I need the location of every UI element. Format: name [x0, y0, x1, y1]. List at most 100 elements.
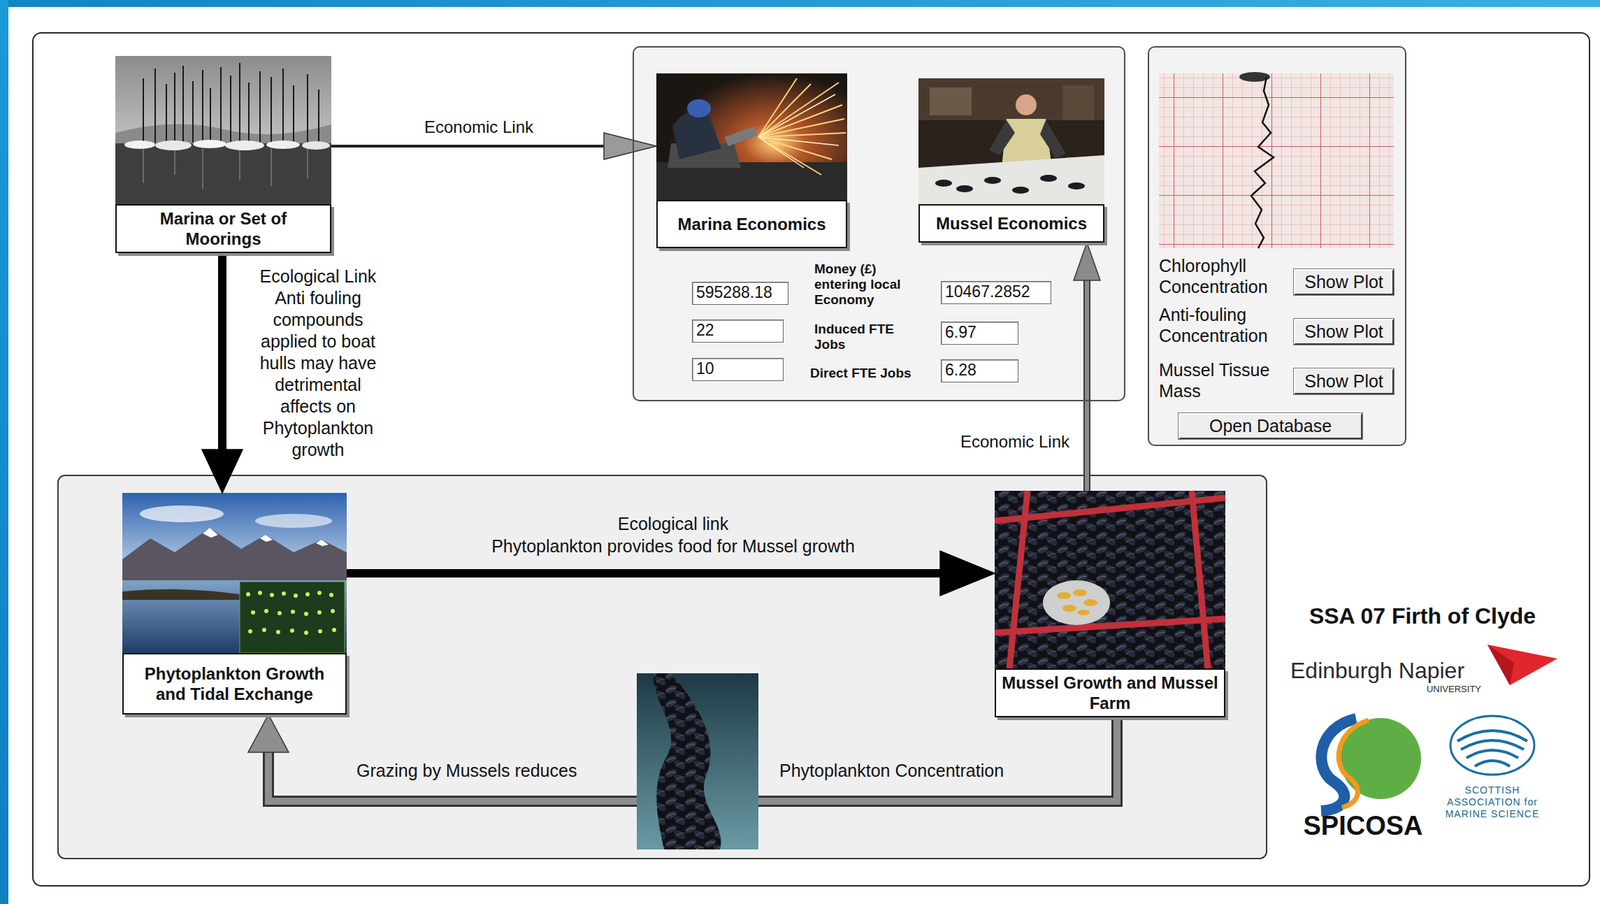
loch-photo — [317, 610, 322, 615]
arrow-head — [940, 550, 995, 596]
loch-photo — [315, 539, 329, 546]
spicosa-logo — [1321, 717, 1422, 811]
loch-photo — [304, 630, 309, 635]
value-field: 10467.2852 — [940, 280, 1052, 305]
plot-panel: Chlorophyll ConcentrationAnti-fouling Co… — [1147, 46, 1407, 446]
loch-photo — [122, 527, 347, 582]
spicosa-logo — [1338, 719, 1369, 808]
sams-logo — [1466, 750, 1519, 758]
photo-node: Marina or Set of Moorings — [115, 55, 332, 254]
field-label: Direct FTE Jobs — [810, 365, 933, 381]
mussel-farm-photo — [994, 490, 1226, 669]
caption-box: Marina or Set of Moorings — [115, 204, 332, 254]
field-label: Anti-fouling Concentration — [1158, 304, 1289, 347]
caption-box: Phytoplankton Growth and Tidal Exchange — [122, 652, 347, 715]
plot-button: Show Plot — [1293, 269, 1394, 295]
loch-photo — [250, 610, 256, 615]
link-arrow — [1073, 242, 1101, 491]
caption: Phytoplankton Growth and Tidal Exchange — [129, 663, 340, 704]
welding-photo — [724, 126, 758, 147]
edge-label: Grazing by Mussels reduces — [356, 759, 619, 781]
loch-photo — [122, 492, 347, 653]
value-text: 6.97 — [941, 322, 1018, 343]
mussel-farm-photo — [994, 490, 1226, 669]
arrow-head — [603, 132, 657, 160]
logo-text: UNIVERSITY — [1411, 683, 1496, 695]
chart-recorder-photo — [1158, 73, 1394, 249]
marina-photo — [115, 55, 332, 205]
value-field: 6.28 — [940, 359, 1019, 383]
fishmonger-photo — [1012, 186, 1029, 194]
photo-node: Mussel Growth and Mussel Farm — [994, 490, 1226, 718]
marina-photo — [301, 141, 330, 150]
loch-photo — [122, 589, 240, 600]
logo-text: Edinburgh Napier — [1290, 657, 1490, 684]
panel-ground — [1147, 46, 1407, 446]
caption-box: Marina Economics — [656, 199, 848, 249]
mussel-farm-photo — [1072, 589, 1087, 597]
fishmonger-photo — [1062, 85, 1094, 121]
chart-recorder-photo — [1158, 71, 1394, 249]
link-line — [1083, 278, 1091, 491]
loch-photo — [330, 608, 335, 614]
value-text: 6.28 — [941, 359, 1018, 381]
link-arrow — [346, 550, 995, 596]
panel-ground — [632, 46, 1126, 402]
loch-photo — [317, 590, 322, 595]
napier-flag — [1487, 644, 1515, 686]
button-label: Show Plot — [1295, 270, 1393, 294]
loch-photo — [246, 592, 251, 597]
loch-photo — [281, 591, 286, 596]
welding-photo — [758, 94, 839, 168]
sams-logo — [1474, 760, 1510, 767]
chart-recorder-photo — [1251, 76, 1274, 249]
arrow-head — [248, 714, 289, 753]
value-field: 595288.18 — [692, 281, 789, 305]
side-bar — [0, 0, 9, 904]
mussel-farm-photo — [1083, 599, 1098, 607]
economics-panel: Money (£) entering local EconomyInduced … — [632, 46, 1126, 402]
value-field: 6.97 — [940, 321, 1019, 345]
caption-box: Mussel Economics — [918, 204, 1105, 243]
welding-photo — [656, 73, 848, 200]
loch-photo — [122, 580, 347, 653]
caption: Mussel Economics — [925, 213, 1098, 234]
marina-photo — [266, 140, 300, 149]
loch-photo — [257, 590, 263, 595]
fishmonger-photo — [1040, 174, 1057, 182]
loch-photo — [122, 492, 347, 582]
mussel-rope-photo — [653, 673, 722, 850]
marina-photo — [115, 124, 332, 144]
loch-photo — [255, 513, 333, 528]
marina-photo — [143, 62, 319, 144]
loch-photo — [305, 592, 310, 597]
loch-photo — [329, 592, 334, 597]
edge-label: Economic Link — [408, 116, 549, 138]
photo-node: Mussel Economics — [918, 78, 1105, 243]
sams-logo — [1460, 740, 1524, 750]
welding-photo — [687, 99, 711, 118]
fishmonger-photo — [918, 155, 1105, 205]
loch-photo — [239, 581, 345, 653]
link-line — [331, 144, 606, 148]
sams-logo — [1450, 715, 1535, 775]
marina-photo — [225, 140, 265, 151]
logo-text: SPICOSA — [1300, 809, 1426, 842]
button-label: Open Database — [1179, 414, 1361, 438]
mussel-rope-photo — [636, 673, 759, 850]
loch-photo — [202, 527, 219, 538]
welding-photo — [656, 162, 848, 200]
loch-photo — [262, 627, 267, 632]
loch-photo — [260, 534, 273, 542]
site-title: SSA 07 Firth of Clyde — [1282, 602, 1563, 630]
fishmonger-photo — [929, 87, 972, 116]
fishmonger-photo — [956, 185, 974, 193]
plot-button: Show Plot — [1293, 368, 1394, 395]
fishmonger-photo — [918, 78, 1105, 121]
link-line — [218, 253, 227, 451]
arrow-head — [202, 449, 243, 493]
field-label: Mussel Tissue Mass — [1158, 359, 1289, 402]
napier-flag — [1487, 644, 1558, 686]
fishmonger-photo — [935, 179, 953, 187]
